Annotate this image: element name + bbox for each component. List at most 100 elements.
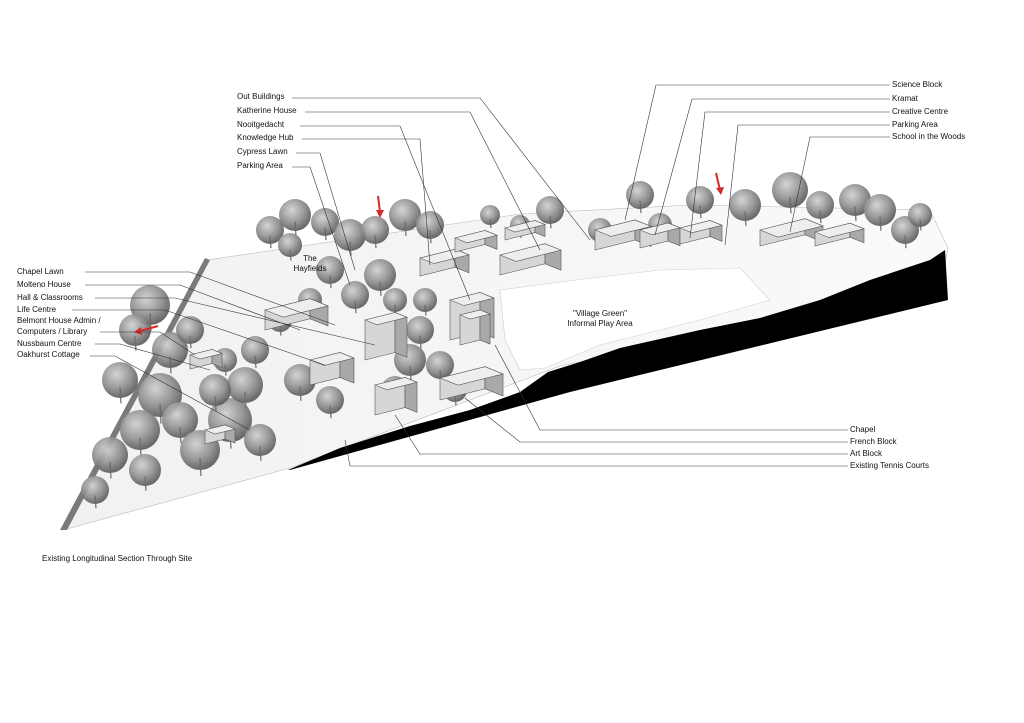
tree-trunk [139,437,142,457]
leader-line [90,355,251,431]
leader-line [464,397,848,443]
leader-line [689,111,890,239]
leader-line [789,136,890,233]
tree-trunk [379,281,382,296]
label-parking-area-left: Parking Area [237,161,283,170]
label-nooitgedacht: Nooitgedacht [237,120,285,129]
tree-canopy [839,184,871,216]
tree-canopy [311,208,339,236]
tree-trunk [324,227,327,241]
label-leader-lines [72,84,890,467]
tree-trunk [224,364,227,376]
tree-trunk [159,403,162,424]
building-french-block [439,366,504,401]
tree-canopy [316,386,344,414]
label-belmont-house-admin: Belmont House Admin / [17,316,101,325]
tree-trunk [289,249,292,261]
label-cypress-lawn: Cypress Lawn [237,147,288,156]
tree-canopy [806,191,834,219]
tree-trunk [454,394,457,406]
tree-trunk [279,324,282,336]
tree-canopy [536,196,564,224]
tree-trunk [919,219,922,231]
village-green-area [499,267,771,371]
tree-canopy [199,374,231,406]
tree-canopy [364,259,396,291]
label-village-green: "Village Green" [572,309,627,318]
building-hall-classrooms [364,312,408,361]
building-out-buildings [454,230,498,253]
label-nussbaum-centre: Nussbaum Centre [17,339,82,348]
tree-canopy [406,316,434,344]
building-kramat [639,222,681,249]
longitudinal-section [288,250,948,470]
label-hayfields-line1: The [303,254,317,263]
tree-trunk [199,457,202,477]
tree-canopy [426,351,454,379]
tree-trunk [94,495,97,509]
leader-line [72,309,326,366]
label-hayfields-line2: Hayfields [293,264,327,273]
tree-trunk [189,335,192,349]
leader-line [300,125,471,301]
leader-line [296,152,356,271]
tree-trunk [354,300,357,314]
tree-canopy [480,205,500,225]
label-knowledge-hub: Knowledge Hub [237,133,294,142]
building-group [189,218,865,445]
label-school-in-the-woods: School in the Woods [892,132,966,141]
leader-line [302,138,431,266]
tree-trunk [549,215,552,229]
tree-trunk [419,335,422,349]
label-chapel-lawn: Chapel Lawn [17,267,64,276]
label-life-centre: Life Centre [17,305,57,314]
tree-canopy [864,194,896,226]
tree-canopy [102,362,138,398]
tree-canopy [241,336,269,364]
tree-canopy [389,199,421,231]
label-existing-tennis-courts: Existing Tennis Courts [850,461,929,470]
building-science-block [594,219,652,251]
tree-trunk [699,205,702,219]
tree-trunk [259,446,262,461]
tree-trunk [254,355,257,369]
tree-trunk [819,210,822,224]
leader-line [654,98,890,236]
tree-canopy [284,364,316,396]
label-creative-centre: Creative Centre [892,107,949,116]
building-molteno-house [264,298,329,331]
tree-trunk [329,405,332,419]
red-arrow-hayfields [376,195,384,218]
building-knowledge-hub [499,243,562,276]
label-french-block: French Block [850,437,897,446]
tree-trunk [429,230,432,244]
leader-line [292,166,351,286]
building-oakhurst-cottage [189,349,223,370]
tree-trunk [179,427,182,444]
tree-trunk [294,221,297,236]
tree-trunk [904,235,907,249]
tree-canopy [81,476,109,504]
label-oakhurst-cottage: Oakhurst Cottage [17,350,80,359]
label-katherine-house: Katherine House [237,106,297,115]
tree-trunk [854,206,857,221]
leader-line [95,343,211,371]
tree-trunk [424,304,427,316]
tree-trunk [409,366,412,381]
building-creative-centre [679,220,723,245]
leader-line [344,439,848,467]
tree-canopy [256,216,284,244]
tree-canopy [278,233,302,257]
label-computers-library: Computers / Library [17,327,88,336]
tree-trunk [299,386,302,401]
tree-trunk [214,396,217,411]
tree-trunk [329,275,332,289]
red-arrow-belmont [134,325,159,335]
label-chapel: Chapel [850,425,876,434]
leader-line [624,84,890,221]
tree-trunk [244,392,247,409]
tree-trunk [879,216,882,231]
tree-canopy [244,424,276,456]
tree-canopy [227,367,263,403]
leader-line [494,344,848,431]
